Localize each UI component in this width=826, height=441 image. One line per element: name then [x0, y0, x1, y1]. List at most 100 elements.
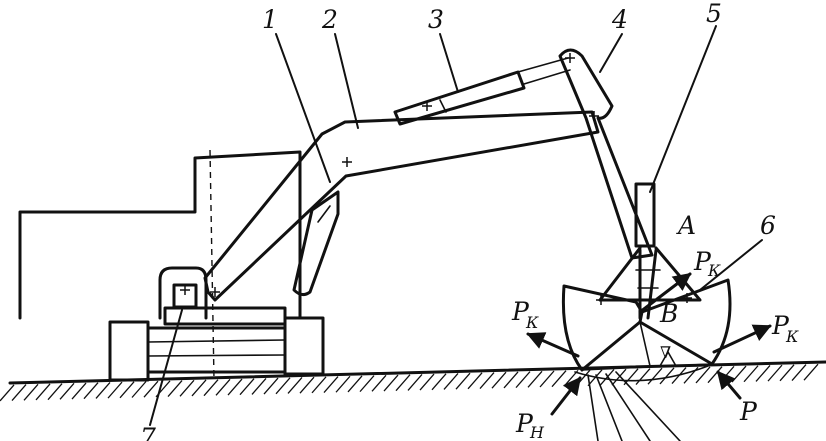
- ground-hatch-line: [167, 380, 183, 398]
- label-pk-top: P К: [693, 247, 721, 280]
- force-p-arrow: [716, 370, 742, 400]
- ground-hatch-line: [635, 368, 651, 385]
- ground-hatch-line: [275, 377, 291, 395]
- label-6: 6: [760, 211, 776, 240]
- stick-cylinder: [393, 57, 571, 126]
- svg-text:P: P: [511, 297, 530, 326]
- ground-hatch-line: [191, 379, 207, 397]
- svg-text:Н: Н: [529, 423, 545, 441]
- ground-hatch-line: [515, 371, 531, 389]
- ground-hatch-line: [803, 363, 819, 381]
- ground-hatch-line: [647, 367, 663, 385]
- ground-hatch-line: [383, 374, 399, 392]
- ground-hatch-line: [719, 365, 735, 383]
- ground-hatch-line: [23, 383, 39, 401]
- ground-hatch-line: [239, 378, 255, 396]
- ground-hatch-line: [347, 375, 363, 393]
- ground-hatch-line: [395, 374, 411, 392]
- ground-hatch-line: [83, 382, 99, 400]
- svg-text:P: P: [693, 247, 712, 276]
- ground-hatch-line: [443, 373, 459, 390]
- ground-hatch-line: [119, 381, 135, 399]
- ground-hatch-line: [311, 376, 327, 394]
- ground-hatch-line: [767, 364, 783, 382]
- ground-hatch-line: [491, 371, 507, 389]
- ground-hatch-line: [743, 365, 759, 383]
- ground-hatch-line: [695, 366, 711, 384]
- label-5: 5: [706, 0, 722, 28]
- svg-text:P: P: [515, 409, 534, 438]
- svg-text:К: К: [525, 313, 539, 332]
- ground-hatch-line: [11, 384, 27, 402]
- ground-hatch-line: [227, 378, 243, 396]
- penetration-zone: [574, 350, 709, 441]
- machine-body: [18, 149, 302, 381]
- label-2: 2: [321, 5, 338, 34]
- boom: [203, 110, 600, 302]
- ground-hatch-line: [731, 365, 747, 383]
- ground-hatch-line: [431, 373, 447, 391]
- ground-hatch-line: [539, 370, 555, 388]
- ground-hatch-line: [299, 376, 315, 394]
- label-3: 3: [428, 5, 444, 34]
- undercarriage: [108, 306, 325, 382]
- ground-hatch-line: [455, 372, 471, 390]
- label-pn: P Н: [515, 409, 545, 441]
- svg-text:К: К: [707, 261, 721, 280]
- label-7: 7: [140, 423, 156, 441]
- ground-level-mark: ∇: [660, 343, 671, 362]
- force-pk-right-arrow: [712, 324, 772, 354]
- force-pk-left-arrow: [526, 332, 580, 358]
- leader-lines: [149, 25, 763, 426]
- ground-hatch-line: [131, 381, 147, 398]
- grab-cylinder: [634, 182, 656, 248]
- ground-hatch-line: [611, 368, 627, 386]
- label-1: 1: [262, 5, 278, 34]
- ground-hatch-line: [359, 375, 375, 393]
- ground-hatching: [0, 363, 819, 402]
- clamshell-bucket: [561, 278, 732, 372]
- ground-hatch-line: [203, 379, 219, 397]
- label-p: P: [739, 397, 758, 426]
- ground-hatch-line: [323, 376, 339, 393]
- ground-hatch-line: [215, 378, 231, 396]
- ground-hatch-line: [503, 371, 519, 389]
- ground-hatch-line: [707, 366, 723, 384]
- ground-hatch-line: [143, 380, 159, 398]
- ground-hatch-line: [71, 382, 87, 400]
- ground-hatch-line: [263, 377, 279, 395]
- stick: [558, 48, 654, 260]
- boom-cylinder: [292, 190, 340, 297]
- ground-hatch-line: [779, 364, 795, 382]
- force-pk-b-arrow: [638, 272, 692, 314]
- ground-hatch-line: [407, 373, 423, 391]
- label-point-a: A: [676, 211, 696, 240]
- ground-hatch-line: [107, 381, 123, 399]
- label-4: 4: [611, 5, 628, 34]
- ground-hatch-line: [527, 370, 543, 388]
- ground-hatch-line: [0, 384, 15, 402]
- label-pk-right: P К: [771, 311, 799, 346]
- ground-hatch-line: [47, 383, 63, 401]
- ground-hatch-line: [419, 373, 435, 391]
- force-pn-arrow: [550, 376, 582, 416]
- ground-hatch-line: [755, 365, 771, 382]
- ground-hatch-line: [659, 367, 675, 385]
- svg-text:P: P: [771, 311, 790, 340]
- force-arrows: [526, 272, 772, 416]
- ground-hatch-line: [371, 374, 387, 392]
- ground-hatch-line: [479, 372, 495, 389]
- ground-hatch-line: [467, 372, 483, 390]
- ground-hatch-line: [551, 370, 567, 388]
- ground-hatch-line: [35, 383, 51, 401]
- label-pk-left: P К: [511, 297, 539, 332]
- ground-hatch-line: [59, 382, 75, 400]
- ground-hatch-line: [95, 381, 111, 399]
- ground-hatch-line: [599, 369, 615, 386]
- ground-hatch-line: [251, 377, 267, 395]
- ground-hatch-line: [791, 364, 807, 381]
- ground-hatch-line: [179, 379, 195, 397]
- ground-hatch-line: [335, 375, 351, 393]
- ground-hatch-line: [287, 377, 303, 394]
